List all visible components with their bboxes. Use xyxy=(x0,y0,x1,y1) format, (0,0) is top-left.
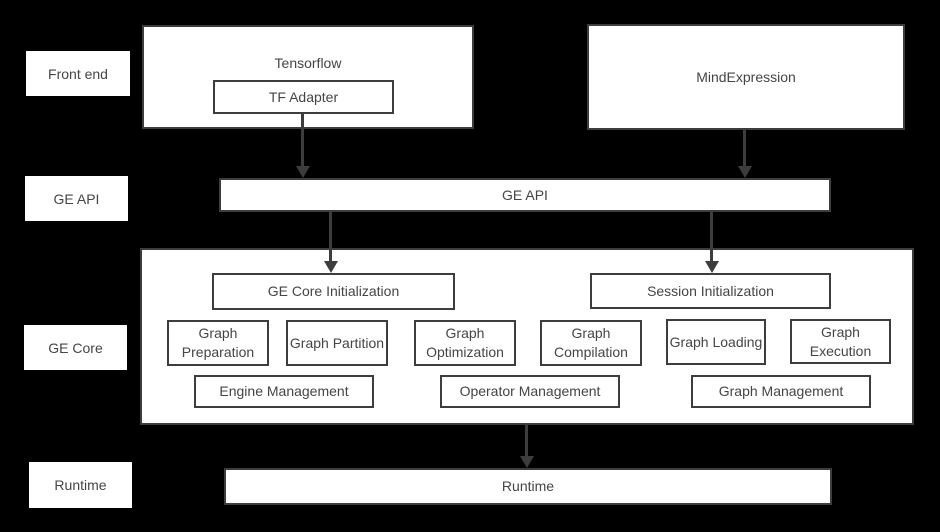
graph-loading-box: Graph Loading xyxy=(666,319,766,365)
layer-label-ge-api: GE API xyxy=(25,176,128,221)
layer-label-runtime: Runtime xyxy=(29,462,132,508)
layer-label-ge-core: GE Core xyxy=(24,325,127,370)
layer-label-ge-core-text: GE Core xyxy=(48,339,103,356)
arrow-mind-expression-to-ge-api xyxy=(737,130,752,178)
ge-api-bar: GE API xyxy=(219,178,831,212)
graph-execution-box: Graph Execution xyxy=(790,319,891,364)
layer-label-ge-api-text: GE API xyxy=(53,190,100,207)
graph-compilation-text: Graph Compilation xyxy=(554,325,628,360)
arrow-ge-core-to-runtime xyxy=(519,425,534,468)
layer-label-front-end-text: Front end xyxy=(48,65,108,82)
ge-core-initialization-box: GE Core Initialization xyxy=(212,273,455,310)
graph-partition-text: Graph Partition xyxy=(289,334,385,351)
tf-adapter-text: TF Adapter xyxy=(268,88,339,105)
operator-management-text: Operator Management xyxy=(459,383,601,400)
ge-core-initialization-text: GE Core Initialization xyxy=(267,283,400,300)
graph-optimization-text: Graph Optimization xyxy=(426,325,504,360)
graph-loading-text: Graph Loading xyxy=(669,333,763,350)
tensorflow-title: Tensorflow xyxy=(274,55,342,71)
session-initialization-text: Session Initialization xyxy=(647,282,774,299)
graph-optimization-box: Graph Optimization xyxy=(414,320,516,366)
operator-management-box: Operator Management xyxy=(440,375,620,408)
graph-execution-text: Graph Execution xyxy=(809,323,872,359)
layer-label-front-end: Front end xyxy=(26,51,130,96)
runtime-bar-text: Runtime xyxy=(501,478,555,495)
engine-management-box: Engine Management xyxy=(194,375,374,408)
graph-compilation-box: Graph Compilation xyxy=(540,320,642,366)
graph-management-text: Graph Management xyxy=(718,383,844,400)
graph-management-box: Graph Management xyxy=(691,375,871,408)
graph-preparation-box: Graph Preparation xyxy=(167,320,269,366)
arrow-tf-adapter-to-ge-api xyxy=(295,114,310,178)
runtime-bar: Runtime xyxy=(224,468,832,505)
arrow-ge-api-to-ge-core-initialization xyxy=(323,212,338,273)
ge-api-bar-text: GE API xyxy=(502,186,548,203)
graph-partition-box: Graph Partition xyxy=(286,320,388,366)
mind-expression-box: MindExpression xyxy=(587,24,905,130)
mind-expression-text: MindExpression xyxy=(696,68,796,85)
session-initialization-box: Session Initialization xyxy=(590,273,831,309)
engine-management-text: Engine Management xyxy=(219,383,349,400)
tf-adapter-box: TF Adapter xyxy=(213,80,394,114)
arrow-ge-api-to-session-initialization xyxy=(704,212,719,273)
graph-preparation-text: Graph Preparation xyxy=(181,325,255,360)
layer-label-runtime-text: Runtime xyxy=(54,477,107,493)
